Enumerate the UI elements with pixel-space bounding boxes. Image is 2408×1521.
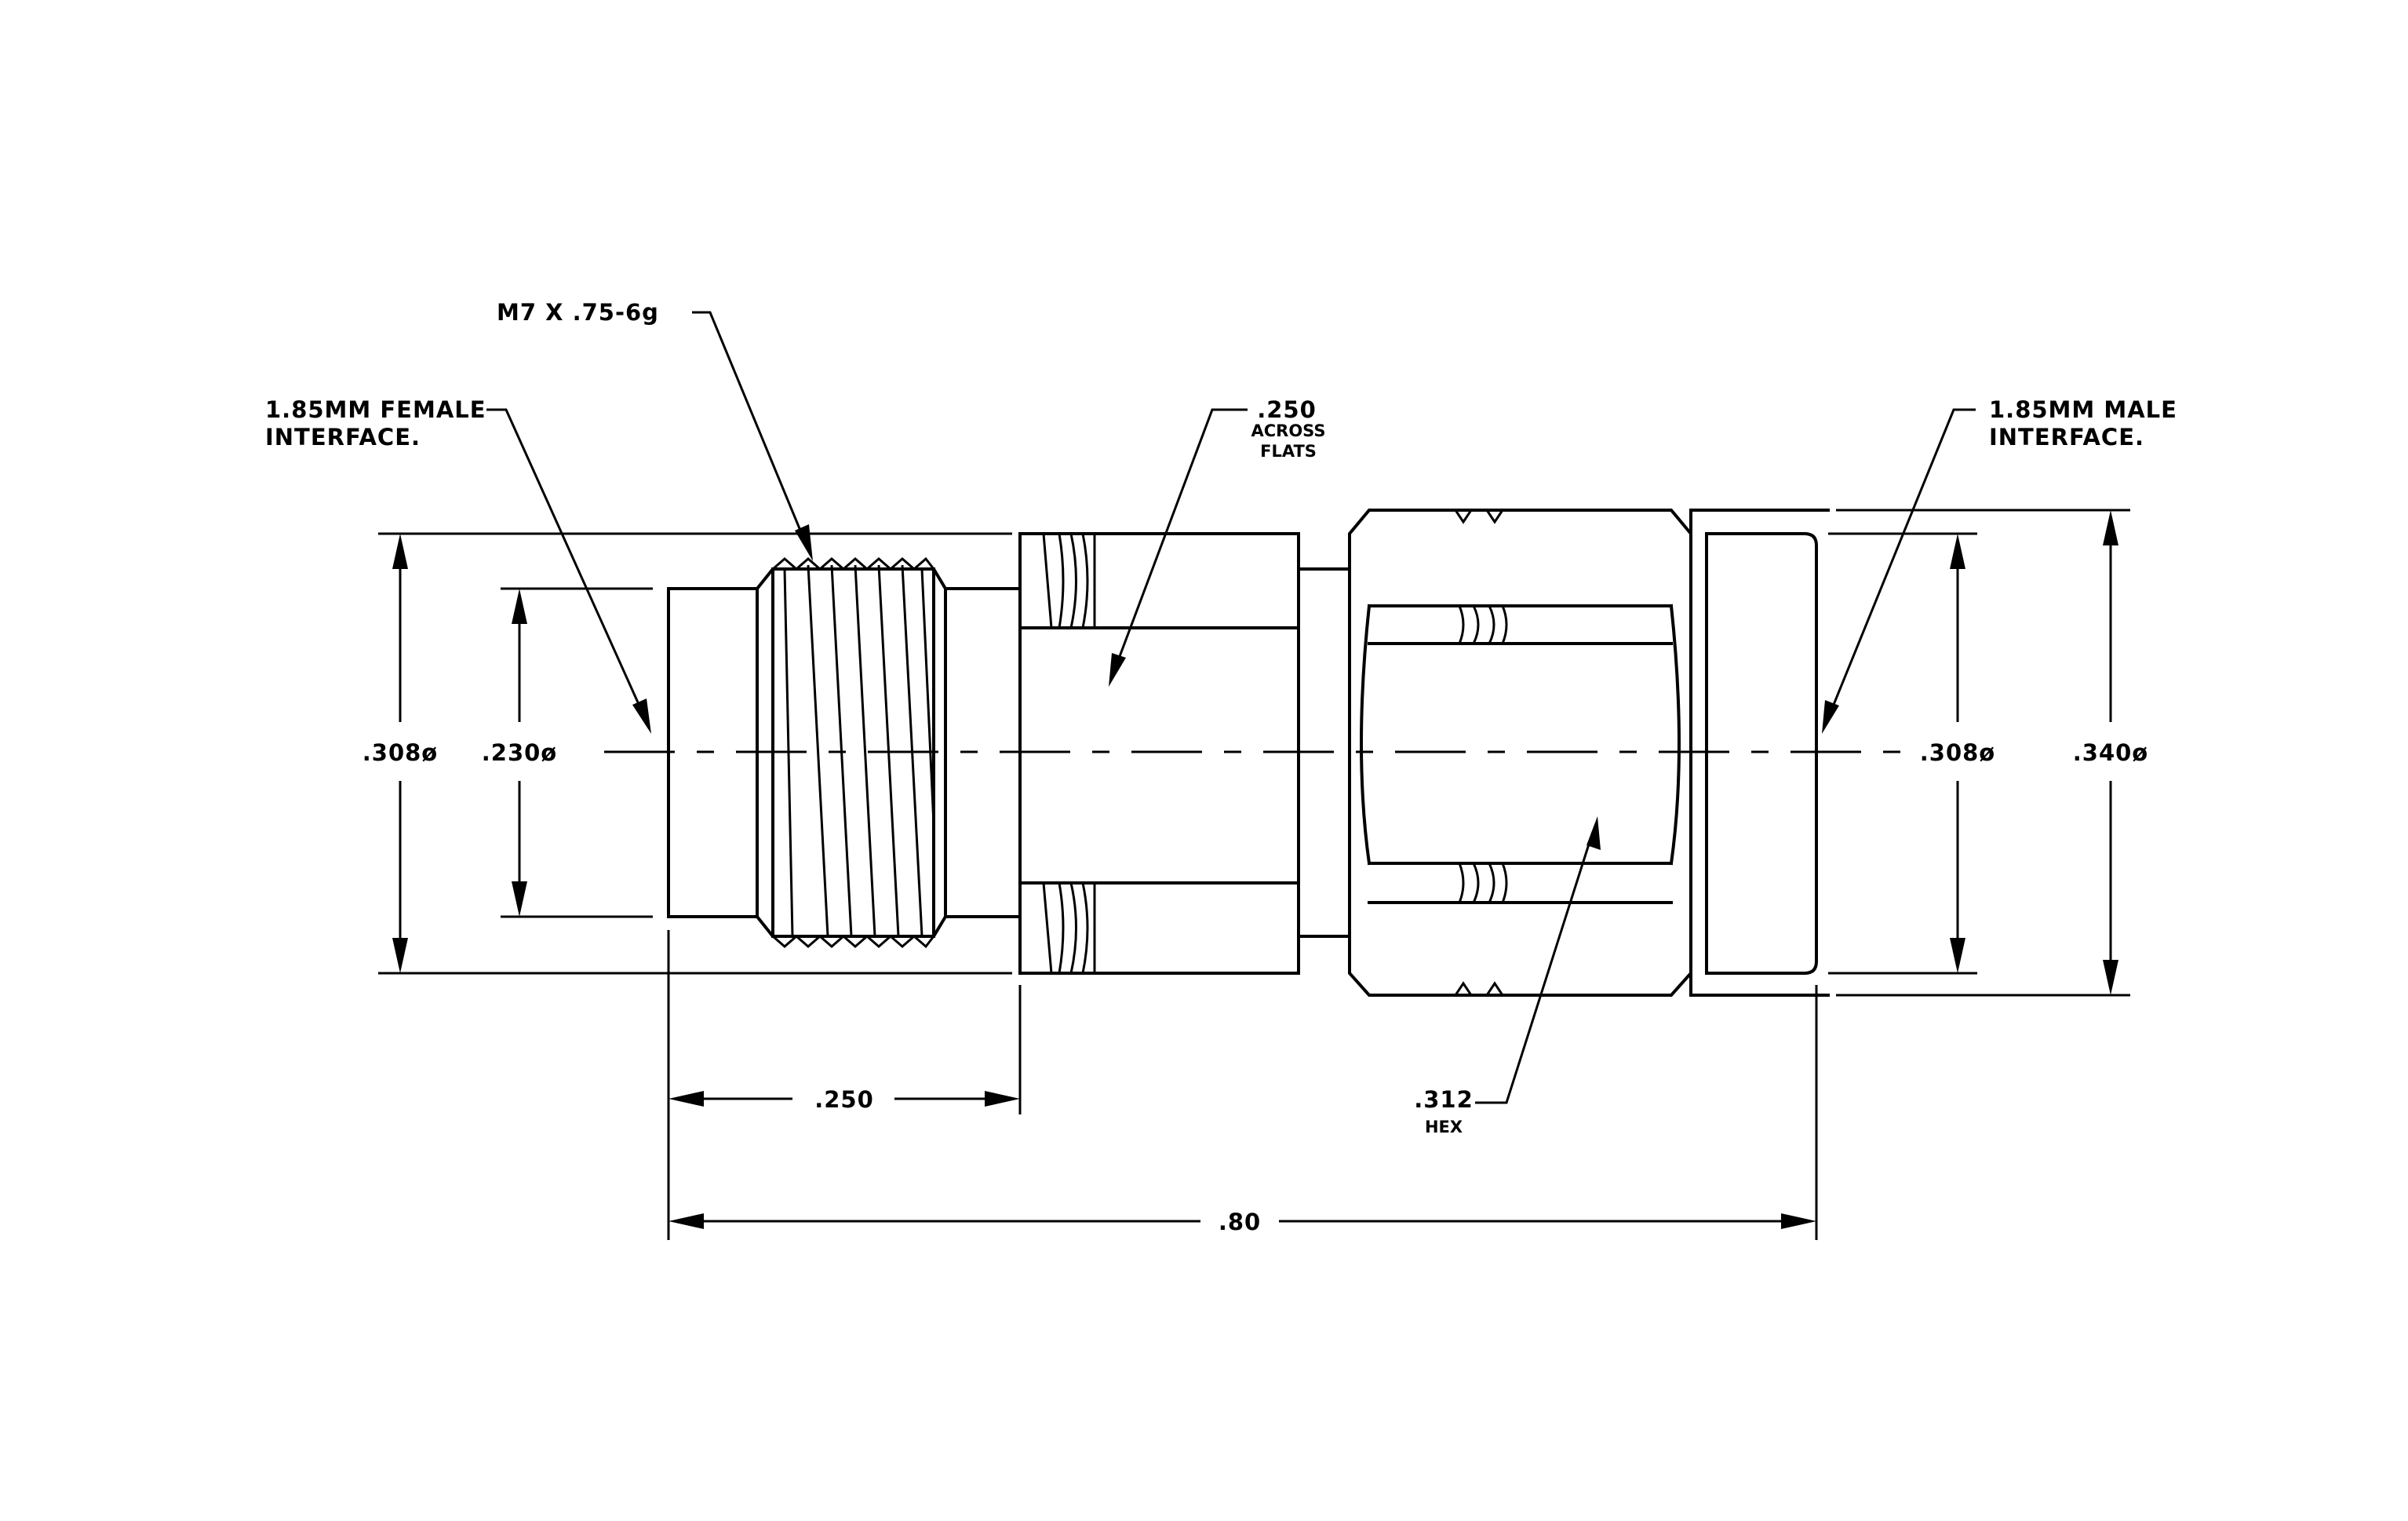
dim-left-outer: .308ø [362, 534, 438, 973]
dim-label-thread-length: .250 [814, 1086, 874, 1113]
callout-female: 1.85MM FEMALE INTERFACE. [265, 396, 651, 734]
male-body [1689, 509, 1830, 997]
callout-hex: .312 HEX [1414, 816, 1601, 1136]
hex-label: HEX [1425, 1118, 1463, 1136]
male-interface-label-2: INTERFACE. [1989, 424, 2144, 450]
dim-label-right-outer: .340ø [2073, 739, 2148, 766]
dim-right-outer: .340ø [2073, 510, 2148, 995]
flats-label-2: FLATS [1260, 442, 1317, 461]
female-interface-label-1: 1.85MM FEMALE [265, 396, 486, 423]
female-interface-label-2: INTERFACE. [265, 424, 421, 450]
callout-flats: .250 ACROSS FLATS [1109, 396, 1326, 687]
thread-lines [772, 556, 935, 949]
dim-thread-length: .250 [668, 1086, 1020, 1113]
thread-spec-label: M7 X .75-6g [497, 299, 659, 326]
flats-label-1: ACROSS [1251, 421, 1326, 440]
dim-right-inner: .308ø [1920, 534, 1995, 973]
flats-body [1018, 532, 1351, 975]
callout-male: 1.85MM MALE INTERFACE. [1822, 396, 2177, 734]
dim-label-left-inner: .230ø [482, 739, 557, 766]
female-body [667, 556, 1022, 949]
dim-label-overall-length: .80 [1219, 1209, 1261, 1235]
dim-label-left-outer: .308ø [362, 739, 438, 766]
hex-value-label: .312 [1414, 1086, 1474, 1113]
male-interface-label-1: 1.85MM MALE [1989, 396, 2177, 423]
callout-thread: M7 X .75-6g [497, 299, 813, 561]
flats-value-label: .250 [1257, 396, 1317, 423]
hex-nut [1348, 509, 1692, 997]
dim-overall-length: .80 [668, 1209, 1816, 1235]
dim-label-right-inner: .308ø [1920, 739, 1995, 766]
dim-left-inner: .230ø [482, 589, 557, 917]
